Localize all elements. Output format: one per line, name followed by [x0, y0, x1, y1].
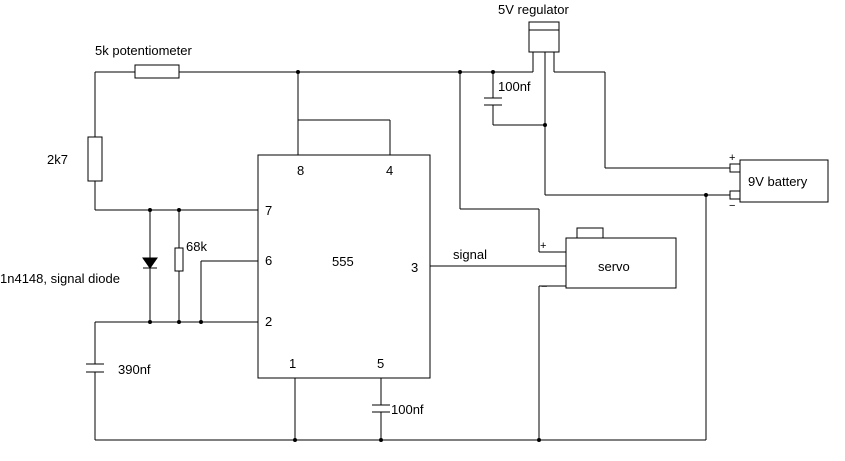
pin-4-label: 4	[386, 163, 393, 178]
pin-1-label: 1	[289, 356, 296, 371]
ic-555-label: 555	[332, 254, 354, 269]
capacitor-regulator	[484, 97, 502, 106]
junction-dots	[148, 70, 708, 442]
capacitor-timing-label: 390nf	[118, 362, 151, 377]
resistor-2k7	[87, 136, 103, 182]
pin-8-label: 8	[297, 163, 304, 178]
wires	[94, 52, 730, 441]
resistor-2k7-label: 2k7	[47, 152, 68, 167]
diode-label: 1n4148, signal diode	[0, 271, 120, 286]
capacitor-control-label: 100nf	[391, 402, 424, 417]
capacitor-timing	[86, 363, 104, 373]
resistor-68k-label: 68k	[186, 239, 207, 254]
battery-minus-label: −	[729, 200, 735, 212]
resistor-68k	[174, 247, 184, 272]
servo	[565, 227, 677, 289]
servo-plus-label: +	[540, 240, 546, 252]
servo-label: servo	[598, 259, 630, 274]
battery	[729, 159, 829, 203]
pin-6-label: 6	[265, 253, 272, 268]
signal-diode	[142, 257, 158, 269]
pin-5-label: 5	[377, 356, 384, 371]
pin-7-label: 7	[265, 203, 272, 218]
servo-minus-label: −	[541, 281, 547, 293]
capacitor-control	[372, 404, 390, 413]
potentiometer-label: 5k potentiometer	[95, 43, 193, 58]
pin-3-label: 3	[411, 260, 418, 275]
battery-label: 9V battery	[748, 174, 808, 189]
capacitor-regulator-label: 100nf	[498, 79, 531, 94]
signal-label: signal	[453, 247, 487, 262]
voltage-regulator	[528, 21, 560, 53]
potentiometer	[134, 64, 180, 79]
regulator-label: 5V regulator	[498, 2, 569, 17]
pin-2-label: 2	[265, 314, 272, 329]
battery-plus-label: +	[729, 152, 735, 164]
ic-555	[257, 154, 431, 379]
